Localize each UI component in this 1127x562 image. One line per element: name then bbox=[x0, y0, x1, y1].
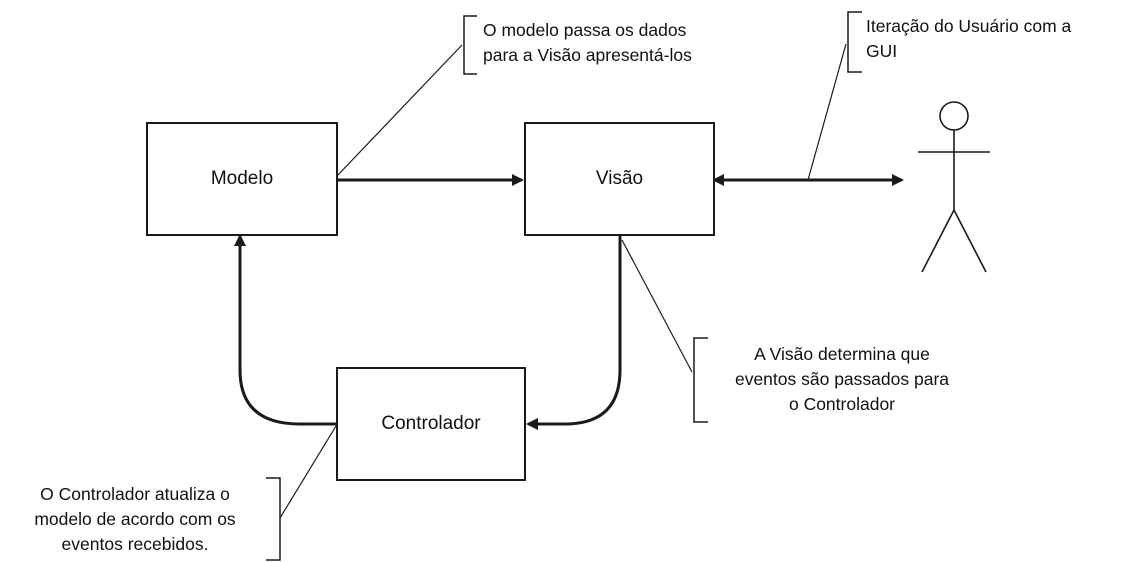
visao-label: Visão bbox=[595, 168, 644, 189]
arrow-visao-to-controlador bbox=[526, 236, 622, 430]
note-visao-determina: A Visão determina que eventos são passad… bbox=[712, 342, 972, 417]
callout-line-visao-determina bbox=[621, 239, 693, 373]
callout-line-modelo-visao bbox=[336, 44, 463, 177]
visao-box: Visão bbox=[524, 122, 715, 236]
note-line: GUI bbox=[866, 41, 898, 61]
bracket-controlador bbox=[266, 477, 281, 561]
note-modelo-visao: O modelo passa os dados para a Visão apr… bbox=[483, 18, 692, 68]
note-usuario-gui: Iteração do Usuário com a GUI bbox=[866, 14, 1071, 64]
user-stick-figure-icon bbox=[918, 101, 990, 273]
callout-line-controlador bbox=[279, 425, 337, 519]
bracket-modelo-visao bbox=[463, 15, 477, 75]
note-line: Iteração do Usuário com a bbox=[866, 16, 1072, 36]
arrow-controlador-to-modelo bbox=[234, 234, 336, 426]
modelo-box: Modelo bbox=[146, 122, 338, 236]
note-line: A Visão determina que bbox=[754, 344, 930, 364]
controlador-label: Controlador bbox=[381, 413, 481, 434]
note-line: modelo de acordo com os bbox=[34, 509, 236, 529]
note-line: eventos recebidos. bbox=[61, 534, 209, 554]
controlador-box: Controlador bbox=[336, 367, 526, 481]
note-line: para a Visão apresentá-los bbox=[483, 45, 692, 65]
note-controlador-atualiza: O Controlador atualiza o modelo de acord… bbox=[8, 482, 262, 557]
bracket-visao-determina bbox=[693, 337, 708, 423]
note-line: O modelo passa os dados bbox=[483, 20, 687, 40]
note-line: eventos são passados para bbox=[734, 369, 950, 389]
bracket-usuario-gui bbox=[847, 11, 862, 73]
note-line: O Controlador atualiza o bbox=[40, 484, 230, 504]
note-line: o Controlador bbox=[788, 394, 896, 414]
modelo-label: Modelo bbox=[210, 168, 274, 189]
callout-line-usuario-gui bbox=[807, 43, 847, 181]
